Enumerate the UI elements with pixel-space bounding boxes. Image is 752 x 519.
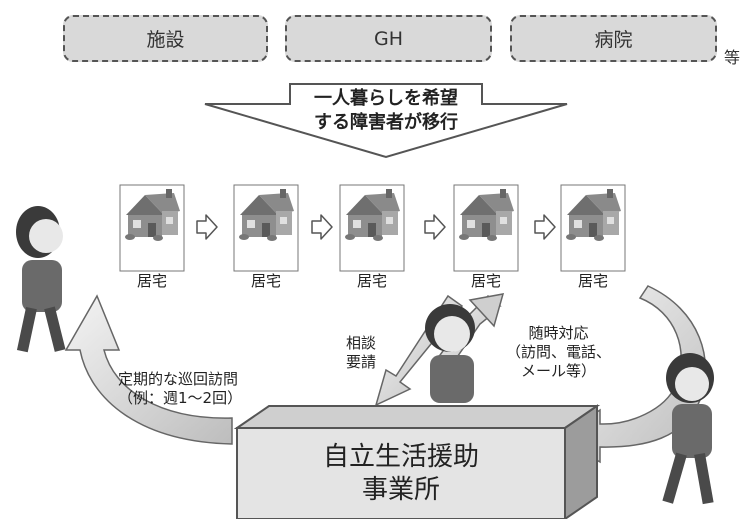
- move-arrow-icon: [534, 214, 556, 240]
- facility-box: 施設: [63, 15, 268, 62]
- move-arrow-icon: [424, 214, 446, 240]
- facilities-suffix: 等: [724, 48, 741, 67]
- response-label-line: メール等）: [521, 362, 597, 380]
- office-box: [233, 404, 601, 519]
- consult-label: 相談 要請: [346, 334, 376, 372]
- person-center-icon: [425, 304, 475, 403]
- home-label: 居宅: [250, 272, 281, 290]
- transition-label-line: 一人暮らしを希望: [314, 88, 458, 109]
- move-arrow-icon: [311, 214, 333, 240]
- response-label-line: （訪問、電話、: [506, 343, 612, 361]
- home-label: 居宅: [470, 272, 501, 290]
- home-label: 居宅: [356, 272, 387, 290]
- visit-label: 定期的な巡回訪問 （例：週1～2回）: [118, 370, 242, 408]
- house-icon: [119, 184, 185, 272]
- house-icon: [339, 184, 405, 272]
- home-label: 居宅: [136, 272, 167, 290]
- consult-label-line: 要請: [346, 353, 377, 371]
- periodic-visit-arrow: [64, 294, 233, 445]
- response-label-line: 随時対応: [528, 324, 589, 342]
- transition-label-line: する障害者が移行: [314, 112, 458, 133]
- response-label: 随時対応 （訪問、電話、 メール等）: [506, 324, 611, 381]
- home-label: 居宅: [577, 272, 608, 290]
- visit-label-line: （例：週1～2回）: [118, 389, 243, 407]
- office-label-line: 事業所: [361, 474, 440, 505]
- house-icon: [233, 184, 299, 272]
- office-label: 自立生活援助 事業所: [237, 428, 565, 519]
- consult-label-line: 相談: [346, 334, 377, 352]
- house-icon: [453, 184, 519, 272]
- house-icon: [560, 184, 626, 272]
- person-left-icon: [16, 206, 66, 353]
- facility-box: 病院: [510, 15, 717, 62]
- move-arrow-icon: [196, 214, 218, 240]
- transition-label: 一人暮らしを希望 する障害者が移行: [292, 87, 480, 135]
- person-right-icon: [662, 353, 714, 505]
- transition-arrow: [204, 83, 568, 159]
- office-label-line: 自立生活援助: [322, 441, 479, 472]
- facility-box: GH: [285, 15, 492, 62]
- visit-label-line: 定期的な巡回訪問: [118, 370, 239, 388]
